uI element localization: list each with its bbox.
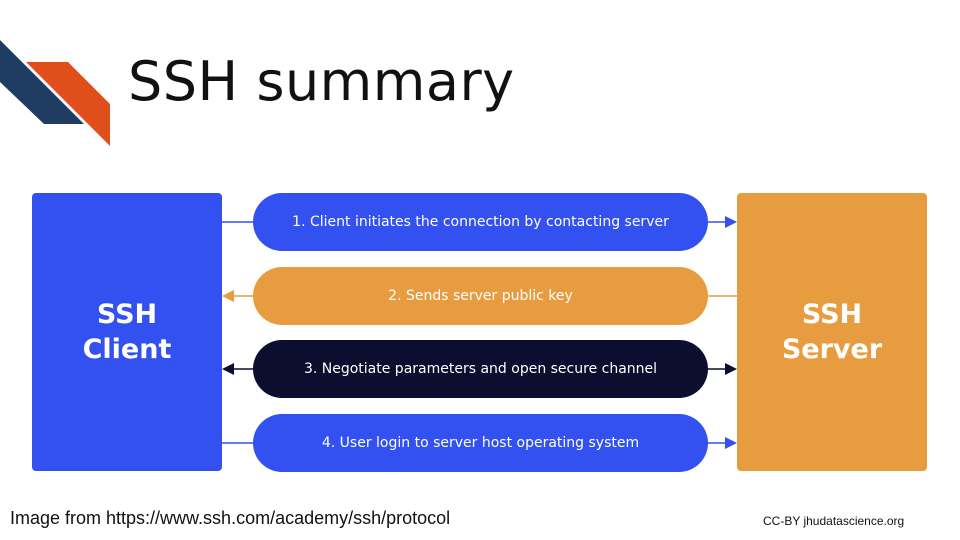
slide-logo-icon xyxy=(0,40,110,146)
step3-arrowhead-left-icon xyxy=(222,363,234,375)
step4-arrowhead-icon xyxy=(725,437,737,449)
slide-title: SSH summary xyxy=(128,50,515,113)
step3-arrowhead-right-icon xyxy=(725,363,737,375)
step-2-pill: 2. Sends server public key xyxy=(253,267,708,325)
image-source-caption: Image from https://www.ssh.com/academy/s… xyxy=(10,508,451,528)
ssh-client-box: SSH Client xyxy=(32,193,222,471)
step-3-pill: 3. Negotiate parameters and open secure … xyxy=(253,340,708,398)
client-label-line2: Client xyxy=(82,334,172,365)
ssh-server-box: SSH Server xyxy=(737,193,927,471)
license-credit: CC-BY jhudatascience.org xyxy=(763,514,905,528)
step-4-pill: 4. User login to server host operating s… xyxy=(253,414,708,472)
step2-arrowhead-icon xyxy=(222,290,234,302)
server-label-line2: Server xyxy=(781,334,883,365)
client-label-line1: SSH xyxy=(96,298,158,330)
step1-arrowhead-icon xyxy=(725,216,737,228)
server-label-line1: SSH xyxy=(801,298,863,330)
step-1-pill: 1. Client initiates the connection by co… xyxy=(253,193,708,251)
